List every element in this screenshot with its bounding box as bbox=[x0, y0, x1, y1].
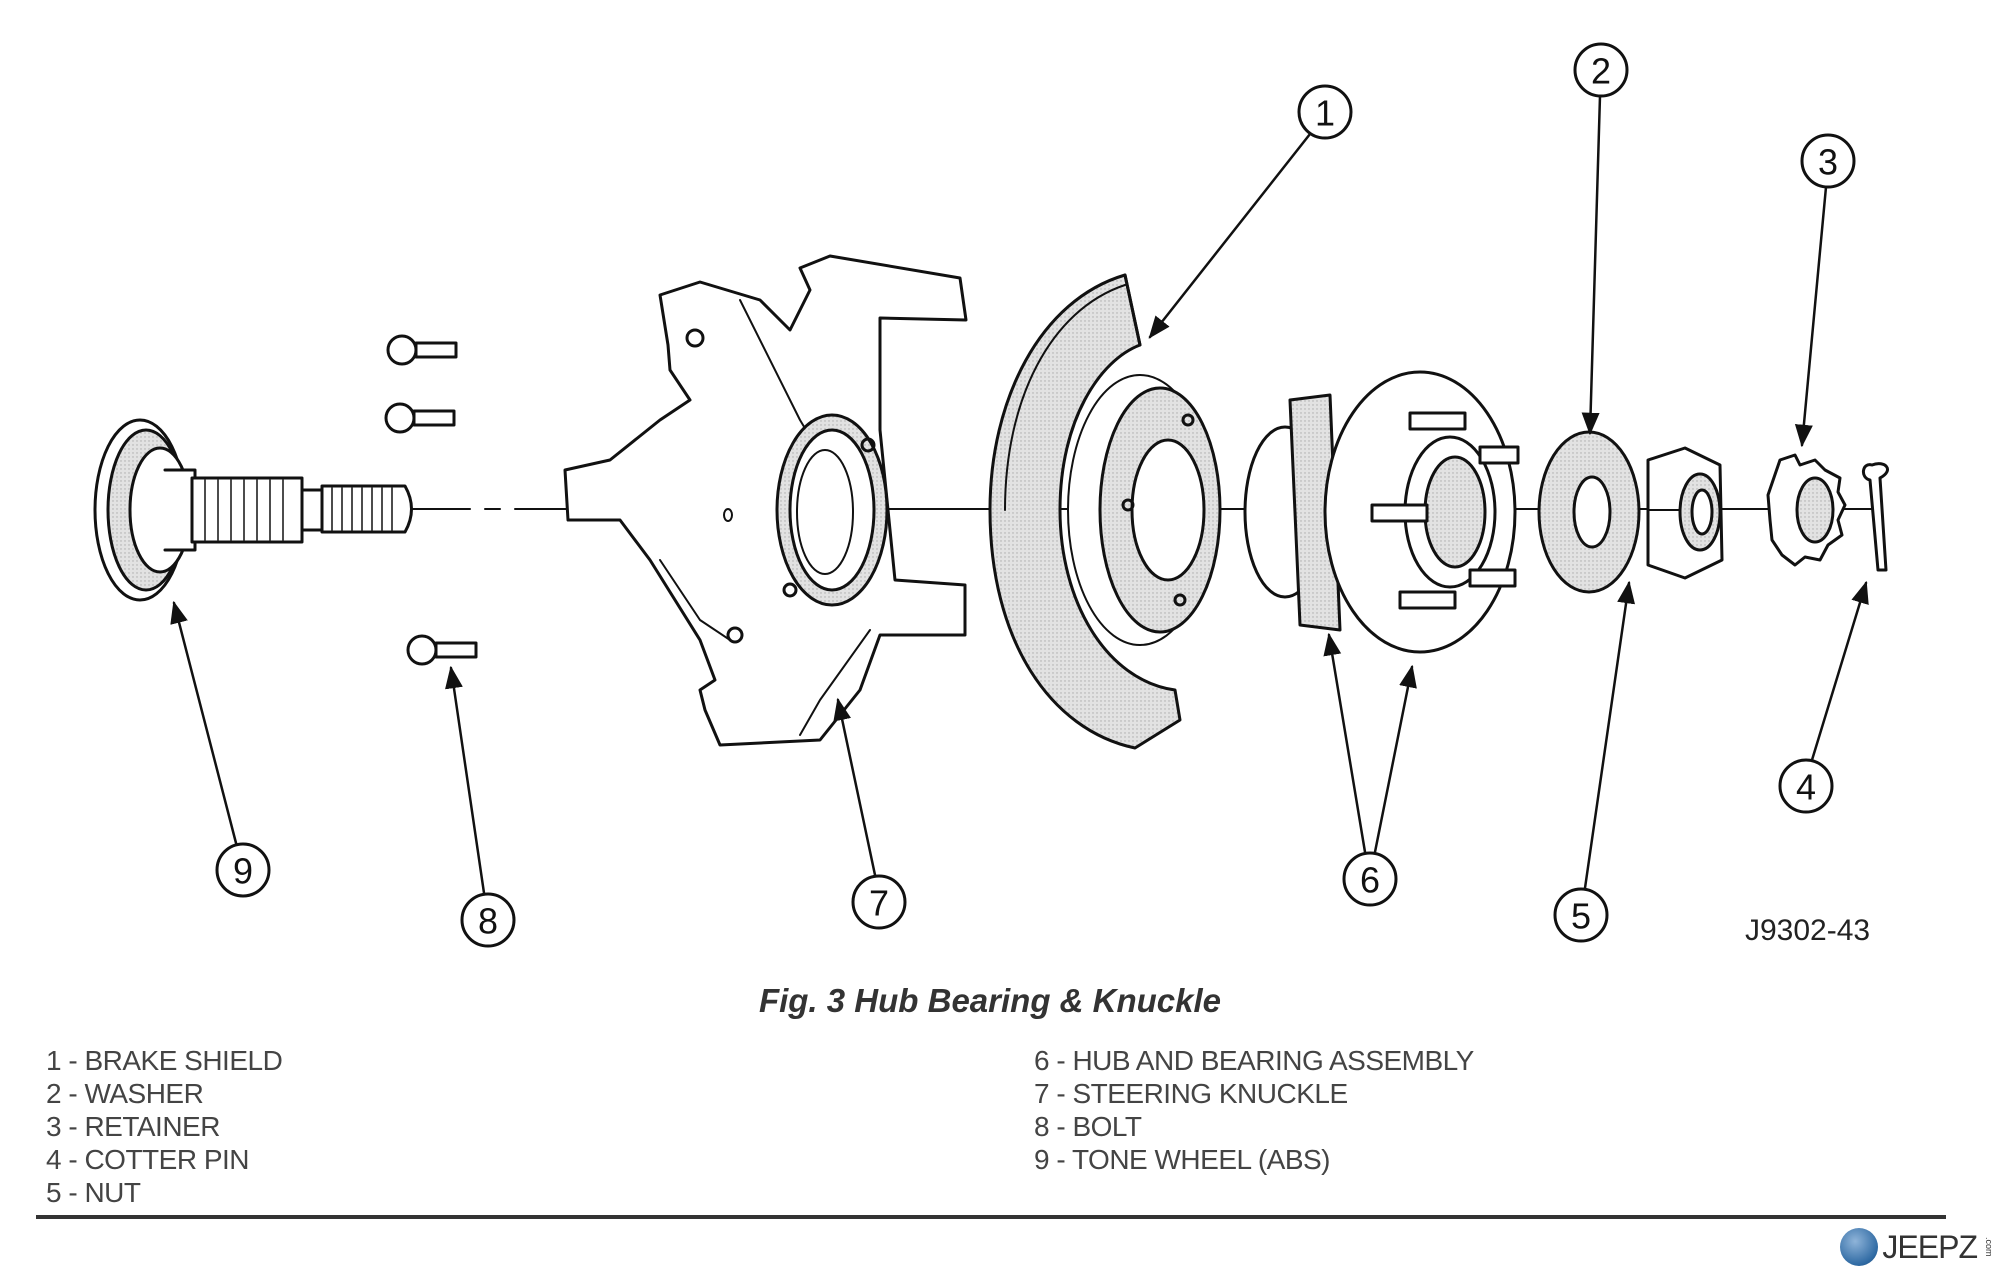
legend-item: 6 - HUB AND BEARING ASSEMBLY bbox=[1034, 1045, 1474, 1076]
callout-6: 6 bbox=[1342, 851, 1398, 907]
legend-right-column: 6 - HUB AND BEARING ASSEMBLY 7 - STEERIN… bbox=[1034, 1044, 1474, 1176]
steering-knuckle bbox=[563, 254, 968, 747]
figure-reference-code: J9302-43 bbox=[1745, 914, 1871, 947]
svg-text:6: 6 bbox=[1360, 860, 1380, 901]
svg-text:1: 1 bbox=[1315, 93, 1335, 134]
callout-3: 3 bbox=[1800, 133, 1856, 189]
svg-text:2: 2 bbox=[1591, 51, 1611, 92]
leader-arrows bbox=[170, 94, 1869, 895]
legend-item: 7 - STEERING KNUCKLE bbox=[1034, 1078, 1348, 1109]
logo-suffix: .com bbox=[1984, 1237, 1994, 1257]
legend-item: 1 - BRAKE SHIELD bbox=[46, 1045, 283, 1076]
callout-4: 4 bbox=[1778, 758, 1834, 814]
bolts bbox=[384, 334, 478, 666]
washer bbox=[1537, 430, 1641, 594]
callout-1: 1 bbox=[1297, 84, 1353, 140]
legend-item: 2 - WASHER bbox=[46, 1078, 204, 1109]
svg-text:4: 4 bbox=[1796, 767, 1816, 808]
figure-caption: Fig. 3 Hub Bearing & Knuckle bbox=[758, 982, 1222, 1019]
svg-text:8: 8 bbox=[478, 901, 498, 942]
tone-wheel-axle-shaft bbox=[93, 418, 413, 602]
legend-item: 5 - NUT bbox=[46, 1177, 141, 1208]
callout-9: 9 bbox=[215, 842, 271, 898]
svg-text:9: 9 bbox=[233, 851, 253, 892]
logo-wordmark: JEEPZ bbox=[1882, 1229, 1978, 1265]
callout-8: 8 bbox=[460, 892, 516, 948]
svg-text:5: 5 bbox=[1571, 896, 1591, 937]
brake-shield bbox=[988, 273, 1222, 750]
svg-text:3: 3 bbox=[1818, 142, 1838, 183]
legend-item: 3 - RETAINER bbox=[46, 1111, 220, 1142]
hub-bearing-assembly bbox=[1243, 370, 1520, 654]
divider-rule bbox=[36, 1215, 1946, 1219]
nut bbox=[1646, 446, 1724, 580]
callout-2: 2 bbox=[1573, 42, 1629, 98]
legend-left-column: 1 - BRAKE SHIELD 2 - WASHER 3 - RETAINER… bbox=[46, 1044, 283, 1209]
cotter-pin bbox=[1862, 462, 1889, 572]
exploded-parts-diagram: 1 2 3 4 5 6 7 8 9 bbox=[93, 42, 1889, 948]
jeepz-watermark-logo: JEEPZ .com bbox=[1840, 1224, 1994, 1270]
jeep-badge-icon bbox=[1840, 1228, 1879, 1266]
legend-item: 4 - COTTER PIN bbox=[46, 1144, 250, 1175]
retainer bbox=[1766, 453, 1847, 567]
legend-item: 9 - TONE WHEEL (ABS) bbox=[1034, 1144, 1330, 1175]
callout-5: 5 bbox=[1553, 887, 1609, 943]
svg-text:7: 7 bbox=[869, 883, 889, 924]
legend-item: 8 - BOLT bbox=[1034, 1111, 1142, 1142]
callout-7: 7 bbox=[851, 874, 907, 930]
